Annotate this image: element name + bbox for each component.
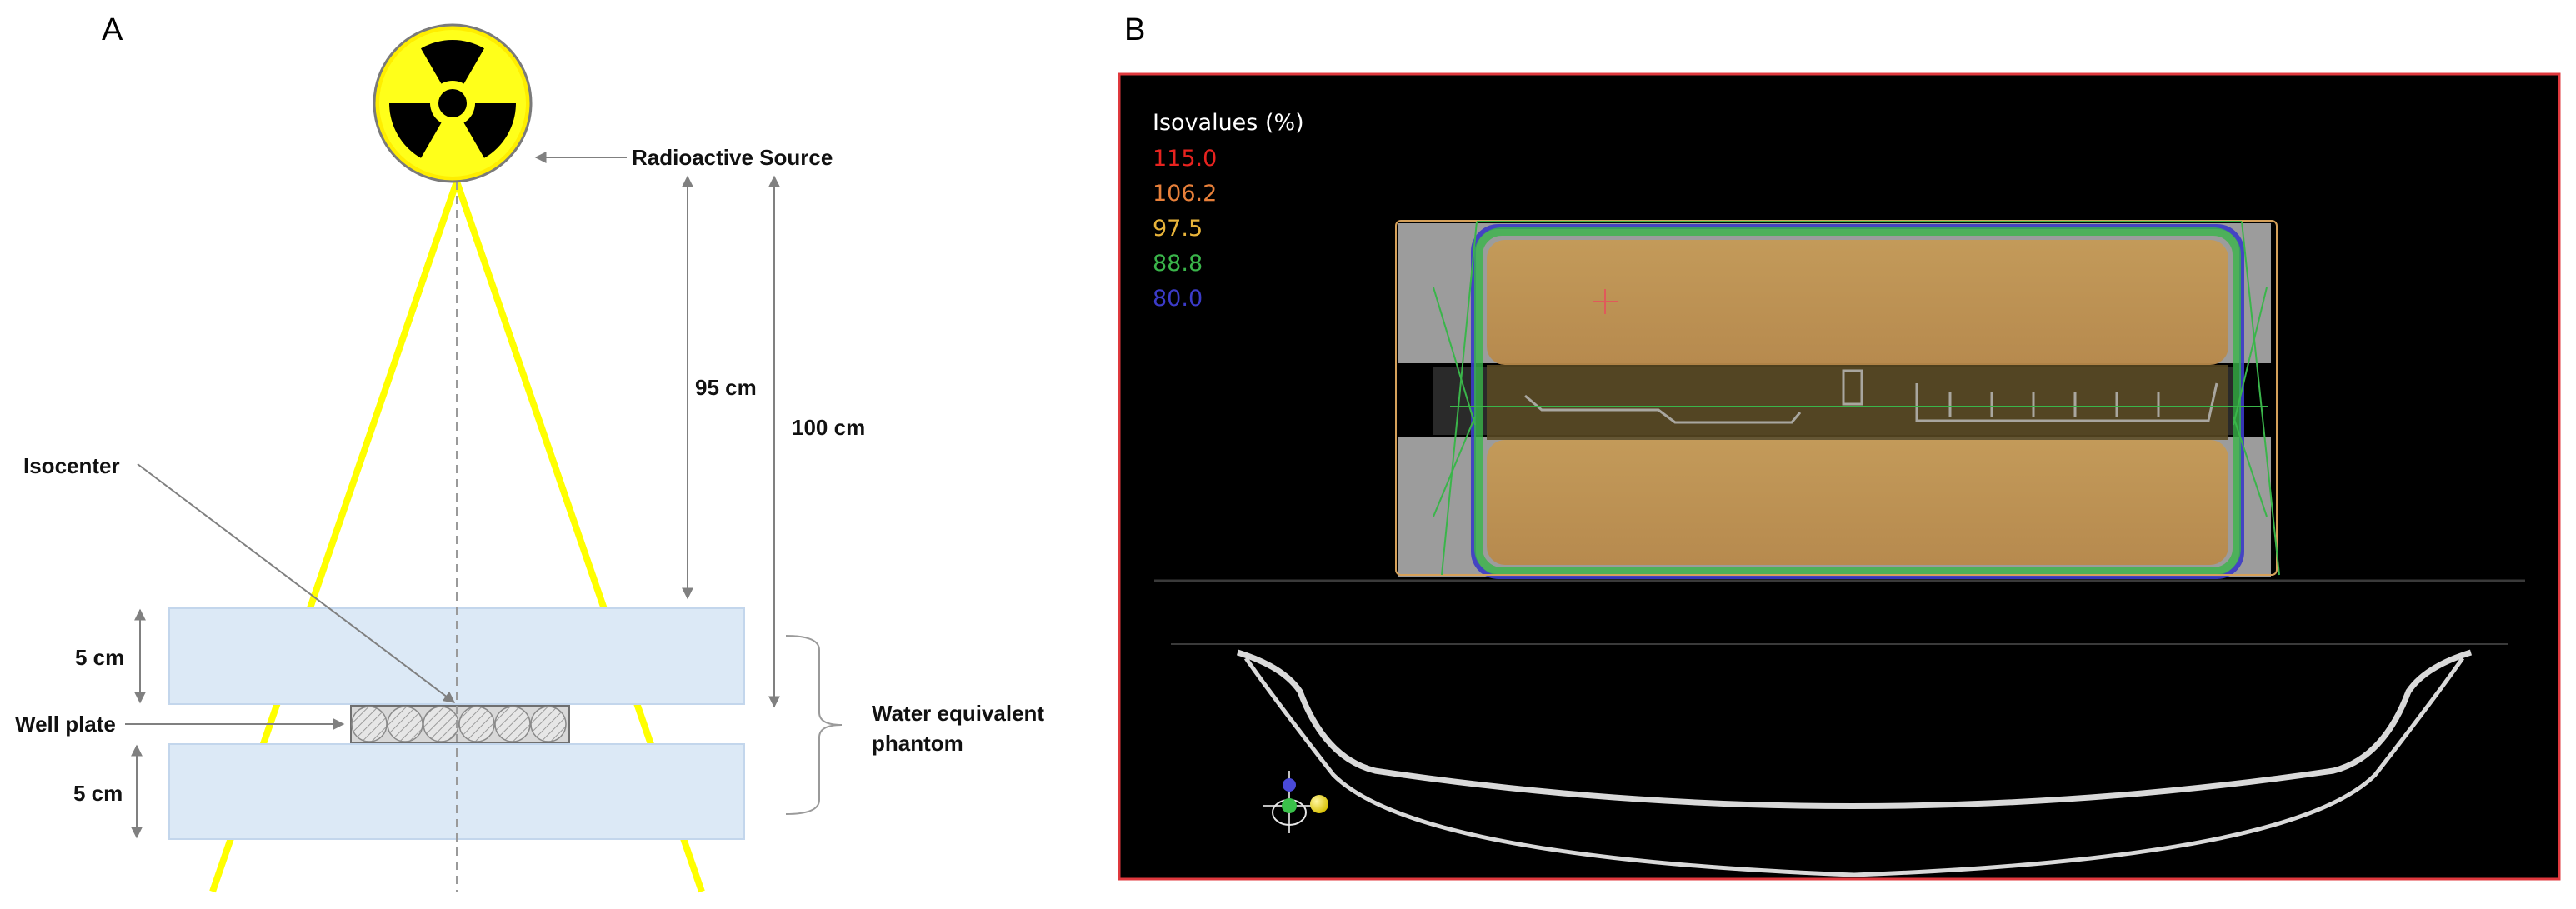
isovalue-88: 88.8: [1153, 251, 1203, 277]
isocenter-label: Isocenter: [23, 453, 120, 478]
phantom-label-line2: phantom: [872, 731, 963, 756]
dose-distribution: [1471, 224, 2244, 579]
isovalue-97: 97.5: [1153, 216, 1203, 242]
slab-bottom-label: 5 cm: [73, 781, 123, 806]
distance-95-label: 95 cm: [695, 375, 757, 400]
isovalues-legend-title: Isovalues (%): [1153, 110, 1304, 136]
isovalue-106: 106.2: [1153, 181, 1217, 207]
isocenter-pointer: [137, 463, 456, 703]
panel-a: A: [15, 12, 1044, 893]
phantom-label-line1: Water equivalent: [872, 701, 1044, 726]
well-plate-label: Well plate: [15, 712, 116, 737]
isovalue-115: 115.0: [1153, 146, 1217, 172]
field-lines: [1433, 221, 2280, 576]
reference-point-marker: [1593, 289, 1618, 314]
ct-couch: [1236, 649, 2473, 877]
slab-top-label: 5 cm: [75, 645, 124, 670]
well-plate: [350, 705, 570, 743]
panel-b-letter: B: [1124, 12, 1145, 47]
isovalue-80: 80.0: [1153, 286, 1203, 312]
phantom-brace: [785, 635, 843, 815]
panel-b: B: [1118, 12, 2561, 881]
radiation-source-icon: [373, 23, 533, 183]
orientation-widget-icon: [1263, 771, 1328, 833]
source-label: Radioactive Source: [632, 145, 833, 170]
panel-a-letter: A: [102, 12, 123, 47]
distance-100-label: 100 cm: [792, 415, 865, 440]
